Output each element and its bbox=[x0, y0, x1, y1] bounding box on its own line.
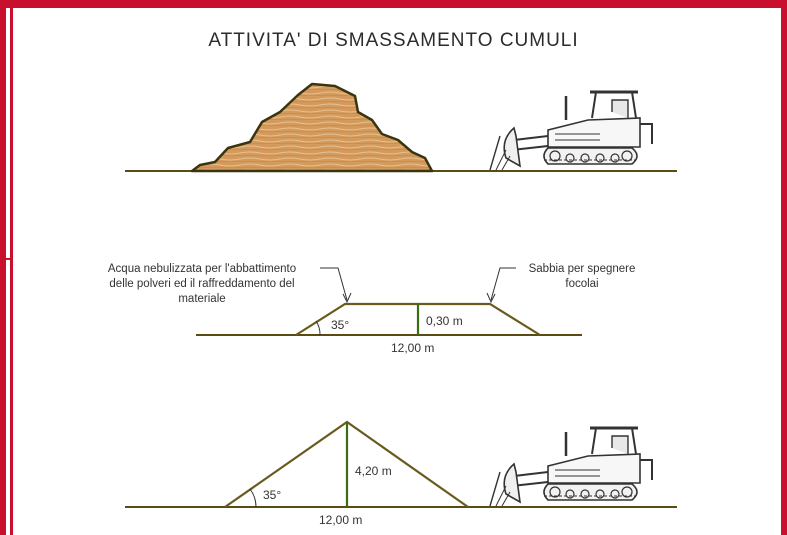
frame-tick-mark bbox=[0, 258, 13, 260]
water-leader-line bbox=[320, 267, 348, 301]
flat-pile-angle: 35° bbox=[331, 318, 349, 332]
sand-label-line-2: focolai bbox=[565, 278, 598, 290]
tall-pile-angle: 35° bbox=[263, 488, 281, 502]
sand-leader-line bbox=[490, 267, 516, 301]
tall-pile-width: 12,00 m bbox=[319, 513, 362, 527]
diagram-title: ATTIVITA' DI SMASSAMENTO CUMULI bbox=[208, 30, 579, 51]
frame-left-border bbox=[0, 0, 6, 535]
scene-flat-pile: 35° 0,30 m 12,00 m Acqua nebulizzata per… bbox=[108, 263, 636, 355]
frame-left-inner-border bbox=[10, 8, 13, 535]
water-label-line-3: materiale bbox=[178, 293, 225, 305]
flat-pile-width: 12,00 m bbox=[391, 341, 434, 355]
bulldozer-icon bbox=[488, 90, 654, 172]
sand-arrow-icon bbox=[486, 292, 496, 304]
angle-arc bbox=[315, 320, 321, 336]
angle-arc bbox=[249, 488, 257, 508]
water-label-line-2: delle polveri ed il raffreddamento del bbox=[109, 278, 294, 290]
water-label-line-1: Acqua nebulizzata per l'abbattimento bbox=[108, 263, 296, 275]
irregular-pile bbox=[190, 82, 434, 173]
frame-right-border bbox=[781, 0, 787, 535]
bulldozer-icon bbox=[488, 426, 654, 508]
tall-pile-height: 4,20 m bbox=[355, 464, 392, 478]
frame-top-border bbox=[0, 0, 787, 8]
flat-pile-height: 0,30 m bbox=[426, 314, 463, 328]
scene-tall-pile: 35° 4,20 m 12,00 m bbox=[125, 420, 677, 527]
sand-label-line-1: Sabbia per spegnere bbox=[529, 263, 636, 275]
scene-irregular-pile bbox=[125, 82, 677, 173]
water-arrow-icon bbox=[342, 292, 352, 304]
